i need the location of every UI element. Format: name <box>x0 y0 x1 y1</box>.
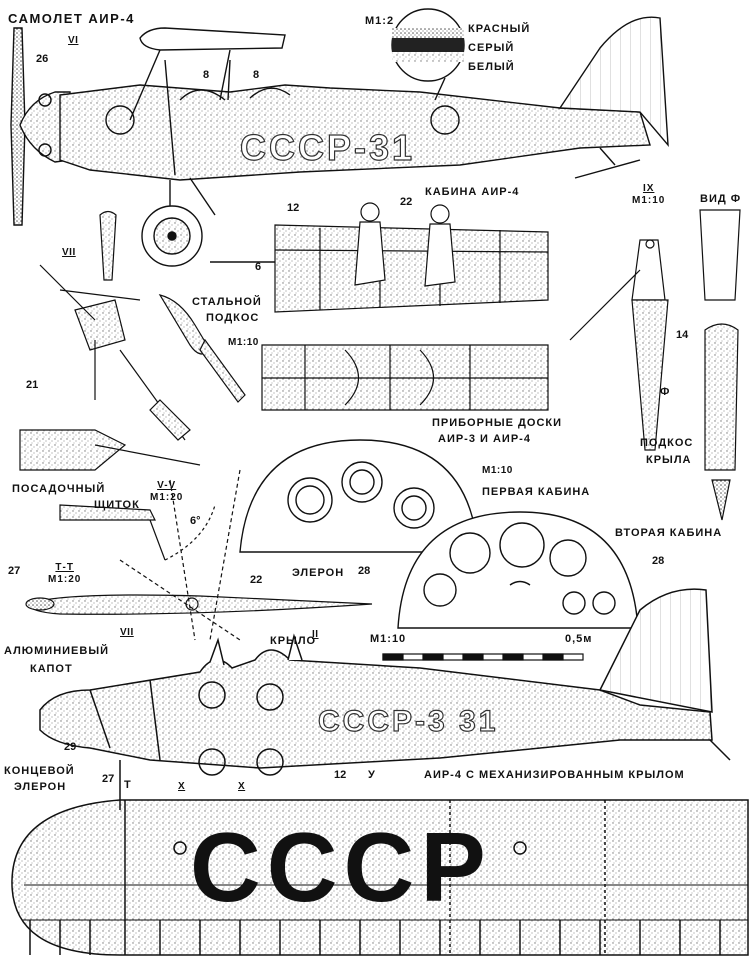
section-ix-label: IX <box>642 183 655 194</box>
steel-strut-1: СТАЛЬНОЙ <box>192 296 262 308</box>
main-title: САМОЛЕТ АИР-4 <box>8 11 135 26</box>
scale-bar <box>382 653 584 661</box>
wing-strut-2: КРЫЛА <box>646 454 692 466</box>
instrument-panel-second <box>397 511 639 629</box>
callout-28b: 28 <box>652 555 665 567</box>
wing-cccp-marking: СССР <box>190 812 492 922</box>
color-red-label: КРАСНЫЙ <box>468 23 531 35</box>
alu-hood-1: АЛЮМИНИЕВЫЙ <box>4 645 110 657</box>
section-ix-scale: М1:10 <box>632 194 666 206</box>
cabin-title: КАБИНА АИР-4 <box>425 186 520 198</box>
section-mark-vii-b: VII <box>120 627 134 638</box>
mark-u: У <box>368 769 376 781</box>
bottom-registration: СССР-3 31 <box>318 705 498 738</box>
section-tt-label: Т-Т <box>55 562 74 573</box>
second-cabin-label: ВТОРАЯ КАБИНА <box>615 527 723 539</box>
callout-26: 26 <box>36 53 49 65</box>
section-vv-scale: М1:20 <box>150 491 184 503</box>
callout-28a: 28 <box>358 565 371 577</box>
instrument-panel-first <box>239 439 479 553</box>
landing-flap-label: ПОСАДОЧНЫЙ <box>12 483 106 495</box>
callout-8a: 8 <box>203 69 210 81</box>
color-legend <box>391 8 465 101</box>
mech-wing-title: АИР-4 С МЕХАНИЗИРОВАННЫМ КРЫЛОМ <box>424 769 685 781</box>
section-tt: Т-Т М1:20 <box>48 562 81 585</box>
steel-strut-2: ПОДКОС <box>206 312 260 324</box>
callout-27b: 27 <box>102 773 115 785</box>
wing-plan-view <box>11 760 749 956</box>
aileron-label: ЭЛЕРОН <box>292 567 345 579</box>
callout-22b: 22 <box>250 574 263 586</box>
tip-aileron-2: ЭЛЕРОН <box>14 781 67 793</box>
hinge-details <box>39 210 246 441</box>
callout-29: 29 <box>64 741 77 753</box>
first-cabin-label: ПЕРВАЯ КАБИНА <box>482 486 591 498</box>
panels-scale: М1:10 <box>482 465 513 476</box>
top-side-view <box>10 16 669 267</box>
arrow-f-label: Ф <box>660 386 671 398</box>
top-registration: СССР-31 <box>240 127 415 168</box>
section-mark-vii-a: VII <box>62 247 76 258</box>
strut-scale: М1:10 <box>228 337 259 348</box>
callout-27a: 27 <box>8 565 21 577</box>
mark-t: Т <box>124 779 132 791</box>
panels-title-1: ПРИБОРНЫЕ ДОСКИ <box>432 417 563 429</box>
section-vv-label: V-V <box>157 480 177 491</box>
section-mark-ii: II <box>312 629 319 640</box>
scale-bar-right: 0,5м <box>565 633 593 645</box>
callout-21: 21 <box>26 379 39 391</box>
cabin-section-drawing <box>261 202 549 411</box>
callout-22a: 22 <box>400 196 413 208</box>
landing-flap-detail <box>19 429 216 561</box>
landing-flap-label-2: ЩИТОК <box>94 499 140 511</box>
color-grey-label: СЕРЫЙ <box>468 42 515 54</box>
section-ix: IX М1:10 <box>632 183 665 206</box>
wing-strut-details <box>569 209 741 521</box>
wing-strut-1: ПОДКОС <box>640 437 694 449</box>
panels-title-2: АИР-3 И АИР-4 <box>438 433 531 445</box>
bottom-fuselage-view <box>39 588 731 776</box>
color-white-label: БЕЛЫЙ <box>468 61 515 73</box>
callout-12b: 12 <box>334 769 347 781</box>
wing-label: КРЫЛО <box>270 635 317 647</box>
section-vv: V-V М1:20 <box>150 480 183 503</box>
callout-14: 14 <box>676 329 689 341</box>
callout-8b: 8 <box>253 69 260 81</box>
section-mark-vi: VI <box>68 35 79 46</box>
section-mark-x-a: X <box>178 781 186 792</box>
callout-12a: 12 <box>287 202 300 214</box>
color-legend-scale: М1:2 <box>365 15 395 27</box>
section-tt-scale: М1:20 <box>48 573 82 585</box>
callout-6: 6 <box>255 261 262 273</box>
scale-bar-left: М1:10 <box>370 633 407 645</box>
view-f-label: ВИД Ф <box>700 193 742 205</box>
aileron-section <box>25 469 373 641</box>
section-mark-x-b: X <box>238 781 246 792</box>
angle-label: 6° <box>190 515 201 527</box>
alu-hood-2: КАПОТ <box>30 663 73 675</box>
tip-aileron-1: КОНЦЕВОЙ <box>4 765 75 777</box>
